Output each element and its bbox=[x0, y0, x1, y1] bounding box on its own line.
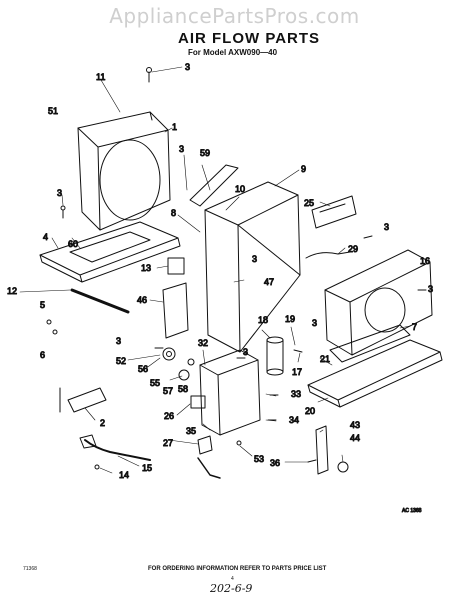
callout-label: 4 bbox=[43, 232, 48, 242]
callout-label: 13 bbox=[141, 263, 151, 273]
callout-label: 1 bbox=[172, 122, 177, 132]
shroud-frame bbox=[77, 111, 171, 231]
callout-label: 6 bbox=[40, 350, 45, 360]
callout-label: 56 bbox=[138, 364, 148, 374]
callout-label: 8 bbox=[171, 208, 176, 218]
callout-label: 33 bbox=[291, 389, 301, 399]
callout-label: 53 bbox=[254, 454, 264, 464]
drain-rod bbox=[70, 288, 130, 314]
watermark: AppliancePartsPros.com bbox=[109, 4, 360, 28]
relay-box bbox=[190, 395, 206, 409]
mount-bracket bbox=[162, 282, 189, 339]
callout-label: 15 bbox=[142, 463, 152, 473]
callout-label: 3 bbox=[185, 62, 190, 72]
callout-label: 9 bbox=[301, 164, 306, 174]
callout-label: 18 bbox=[258, 315, 268, 325]
support-bracket bbox=[67, 387, 107, 413]
page-title: AIR FLOW PARTS bbox=[178, 30, 321, 47]
callout-label: 27 bbox=[163, 438, 173, 448]
callout-label: 43 bbox=[350, 420, 360, 430]
motor-bracket bbox=[189, 164, 239, 207]
callout-label: 14 bbox=[119, 470, 129, 480]
callout-label: 34 bbox=[289, 415, 299, 425]
callout-label: 60 bbox=[68, 239, 78, 249]
callout-label: 3 bbox=[428, 284, 433, 294]
callout-label: 52 bbox=[116, 356, 126, 366]
callout-label: 55 bbox=[150, 378, 160, 388]
callout-label: 12 bbox=[7, 286, 17, 296]
reference-code: AC 1368 bbox=[402, 508, 422, 514]
callout-label: 26 bbox=[164, 411, 174, 421]
small-plate bbox=[167, 257, 185, 275]
right-cabinet bbox=[324, 249, 433, 356]
control-panel bbox=[311, 195, 357, 229]
capacitor bbox=[266, 336, 284, 376]
switch bbox=[197, 435, 213, 455]
ordering-note: FOR ORDERING INFORMATION REFER TO PARTS … bbox=[148, 566, 327, 572]
center-housing bbox=[204, 181, 301, 353]
screws-top bbox=[60, 67, 152, 219]
callout-label: 25 bbox=[304, 198, 314, 208]
callout-label: 58 bbox=[178, 384, 188, 394]
callout-label: 59 bbox=[200, 148, 210, 158]
base-pan bbox=[39, 221, 181, 283]
callout-label: 3 bbox=[312, 318, 317, 328]
callout-label: 44 bbox=[350, 433, 360, 443]
callout-label: 57 bbox=[163, 386, 173, 396]
callout-label: 5 bbox=[40, 300, 45, 310]
electrical-bracket bbox=[199, 349, 261, 436]
callout-label: 2 bbox=[100, 418, 105, 428]
callout-label: 32 bbox=[198, 338, 208, 348]
callout-label: 3 bbox=[116, 336, 121, 346]
callout-label: 16 bbox=[420, 256, 430, 266]
callout-label: 10 bbox=[235, 184, 245, 194]
callout-label: 3 bbox=[384, 222, 389, 232]
callout-label: 21 bbox=[320, 354, 330, 364]
callout-label: 3 bbox=[243, 347, 248, 357]
side-bracket bbox=[315, 425, 329, 475]
callout-label: 17 bbox=[292, 367, 302, 377]
wire-cord bbox=[305, 251, 351, 259]
small-screws bbox=[46, 235, 427, 470]
callout-label: 46 bbox=[137, 295, 147, 305]
callout-labels: 3 11 51 1 3 59 9 10 3 25 3 16 8 4 60 29 … bbox=[7, 62, 434, 515]
callout-label: 35 bbox=[186, 426, 196, 436]
switch-lever bbox=[197, 457, 221, 479]
divider-panel bbox=[329, 324, 411, 363]
callout-label: 36 bbox=[270, 458, 280, 468]
callout-label: 20 bbox=[305, 406, 315, 416]
callout-label: 7 bbox=[412, 322, 417, 332]
drain-hose bbox=[84, 439, 151, 461]
callout-label: 19 bbox=[285, 314, 295, 324]
handwritten-note: 202-6-9 bbox=[210, 582, 253, 595]
leader-lines bbox=[19, 66, 411, 474]
condensate-tray bbox=[307, 339, 443, 408]
callout-label: 3 bbox=[179, 144, 184, 154]
fan-motor-parts bbox=[162, 347, 195, 381]
callout-label: 11 bbox=[96, 72, 105, 82]
page-number: 4 bbox=[231, 576, 234, 582]
drain-fitting bbox=[79, 434, 97, 449]
callout-label: 51 bbox=[48, 106, 58, 116]
page-code: 71368 bbox=[23, 566, 37, 572]
callout-label: 29 bbox=[348, 244, 358, 254]
model-subtitle: For Model AXW090—40 bbox=[188, 48, 278, 57]
hex-nut bbox=[337, 461, 349, 473]
callout-label: 3 bbox=[57, 188, 62, 198]
callout-label: 47 bbox=[264, 277, 274, 287]
callout-label: 3 bbox=[252, 254, 257, 264]
